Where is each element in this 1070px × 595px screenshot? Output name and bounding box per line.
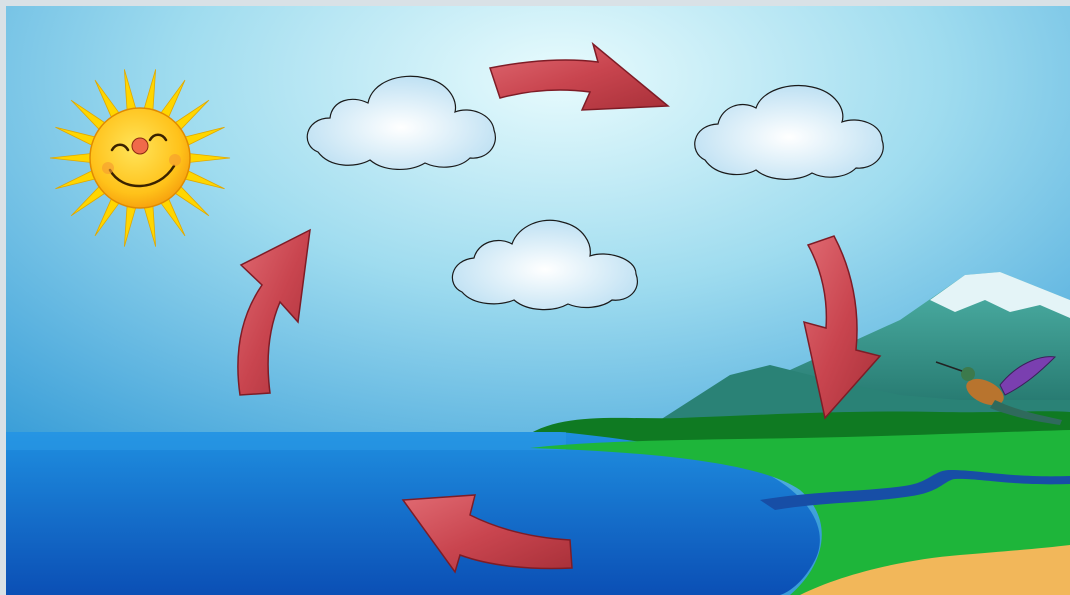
- sun-right-cheek: [169, 154, 181, 166]
- sea-surface-highlight: [6, 432, 566, 450]
- sun-nose: [132, 138, 148, 154]
- hummingbird-head: [961, 367, 975, 381]
- sun-left-cheek: [102, 162, 114, 174]
